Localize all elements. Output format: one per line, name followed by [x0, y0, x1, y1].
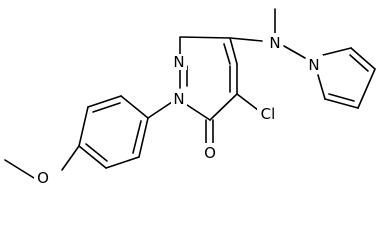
- bond-n1-aryl: [147, 99, 176, 119]
- bonds: [4, 8, 376, 179]
- atom-n-ring-upper: N: [173, 53, 184, 71]
- bond-c6-cl: [236, 93, 259, 111]
- bond-benz-5: [105, 156, 140, 169]
- bond-c4-c5: [229, 37, 238, 65]
- bond-pyrrole-1: [322, 47, 352, 56]
- bond-namine-npyrrole: [283, 45, 306, 59]
- bond-c6-c7: [209, 93, 238, 121]
- bond-pyrrole-5: [317, 74, 326, 100]
- atom-labels: N N O Cl N N O: [34, 33, 323, 187]
- bond-c4-namine: [229, 37, 263, 42]
- bond-benz-6-inner: [132, 120, 142, 154]
- bond-c7-n1: [183, 102, 211, 121]
- bond-benz-3: [78, 106, 89, 147]
- bond-o-methyl: [4, 159, 35, 179]
- bond-c3-c4: [180, 36, 231, 39]
- bond-pyrrole-4: [324, 98, 359, 109]
- molecule-diagram: N N O Cl N N O: [4, 8, 376, 187]
- structure-drawing: N N O Cl N N O: [4, 8, 376, 187]
- bond-benz-2: [87, 95, 122, 108]
- atom-o-methoxy: O: [37, 169, 49, 187]
- atom-n-pyrrole: N: [308, 56, 319, 74]
- bond-c4-c5-inner: [223, 43, 231, 65]
- bond-pyrrole-2-inner: [349, 54, 369, 72]
- bond-benz-1: [120, 95, 149, 119]
- bond-benz-4: [78, 145, 107, 169]
- bond-pyrrole-4-inner: [328, 93, 355, 102]
- bond-benz-6: [138, 117, 149, 158]
- bond-pyrrole-2: [350, 47, 376, 70]
- bond-pyrrole-3: [357, 68, 376, 109]
- bond-benz-4-inner: [85, 143, 108, 162]
- atom-n-amine: N: [269, 34, 280, 52]
- atom-o-carbonyl: O: [204, 144, 216, 162]
- atom-n-ring-lower: N: [173, 90, 184, 108]
- atom-cl: Cl: [261, 105, 276, 123]
- bond-benz-2-inner: [92, 102, 121, 113]
- bond-aryl-o: [61, 145, 80, 171]
